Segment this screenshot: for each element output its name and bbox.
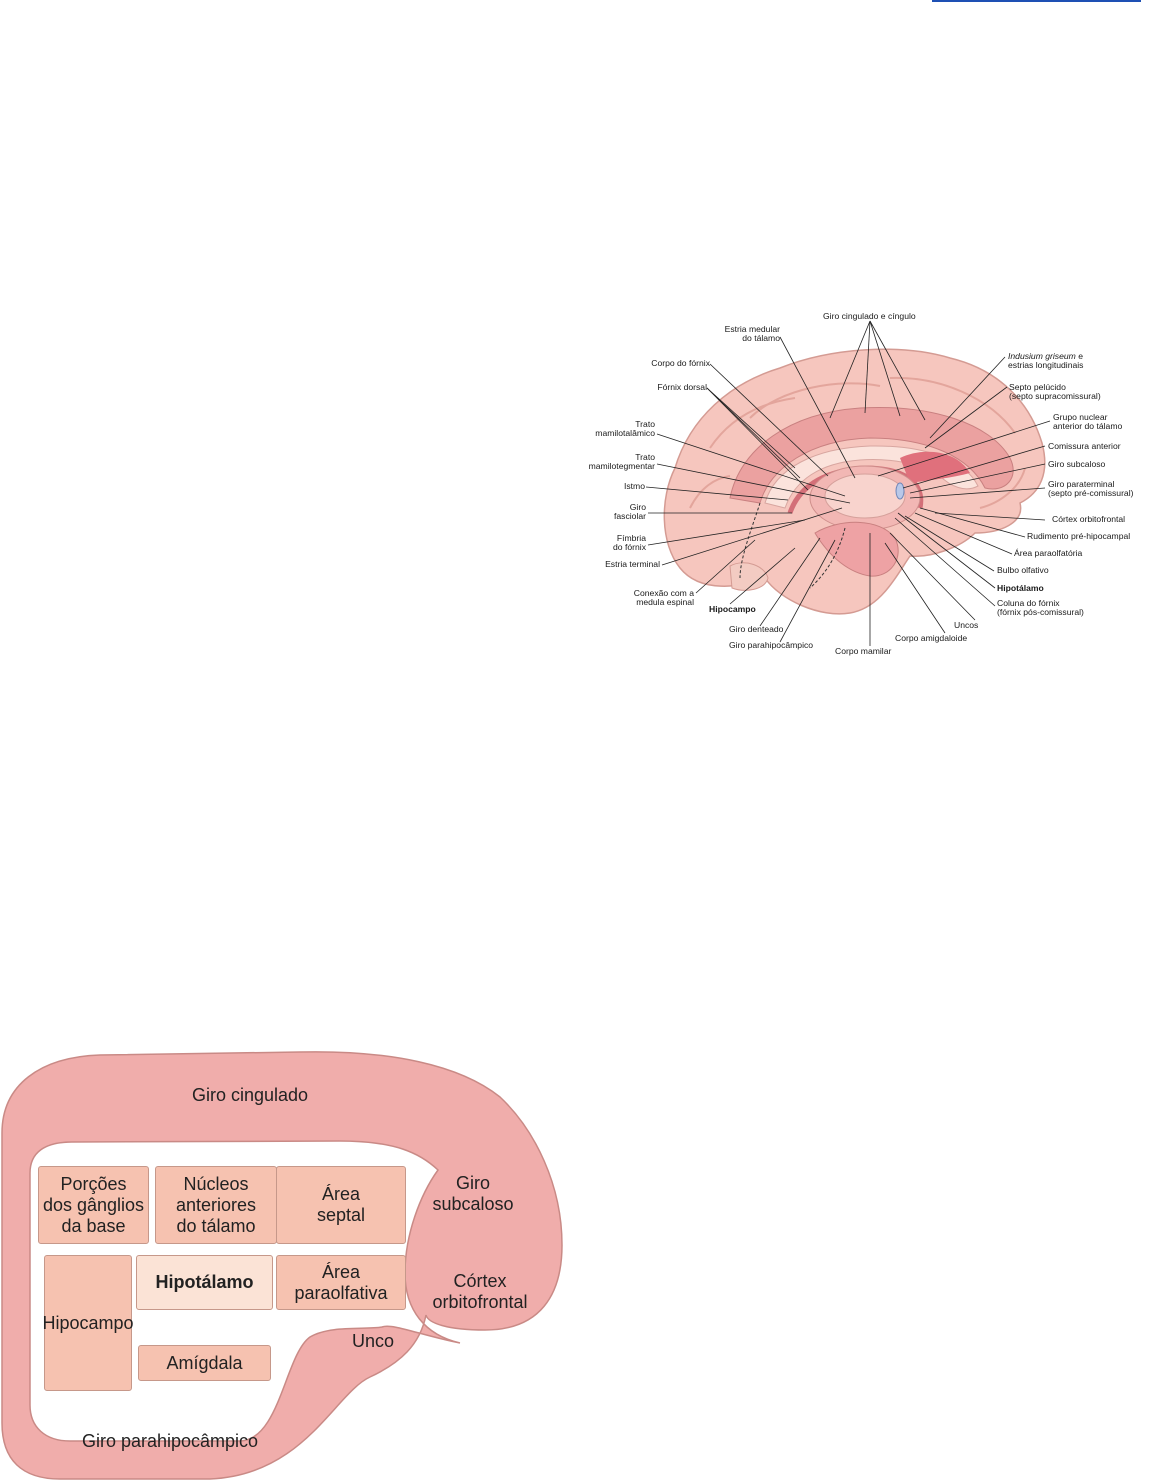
- label-fimbria-fornix: Fímbria do fórnix: [613, 533, 646, 552]
- label-septo-pelucido: Septo pelúcido (septo supracomissural): [1009, 382, 1101, 401]
- label-rudimento: Rudimento pré-hipocampal: [1027, 531, 1131, 541]
- box-hipotalamo: Hipotálamo: [136, 1255, 273, 1310]
- label-trato-mamilotegmentar: Trato mamilotegmentar: [588, 452, 655, 471]
- brain-medial-figure: Giro cingulado e cíngulo Estria medular …: [580, 308, 1161, 658]
- box-hipocampo: Hipocampo: [42, 1255, 134, 1391]
- limbic-ring-shape: [1, 1051, 563, 1480]
- label-corpo-mamilar: Corpo mamilar: [835, 646, 892, 656]
- label-giro-parahipocampico: Giro parahipocâmpico: [729, 640, 814, 650]
- label-indusium-griseum: Indusium griseum e estrias longitudinais: [1008, 352, 1083, 370]
- box-amigdala: Amígdala: [138, 1345, 271, 1381]
- label-giro-subcaloso: Giro subcaloso: [1048, 459, 1106, 469]
- label-estria-medular: Estria medular do tálamo: [724, 324, 780, 343]
- cingulate-band: [729, 406, 1014, 504]
- label-giro-cingulado: Giro cingulado: [191, 1085, 309, 1105]
- label-estria-terminal: Estria terminal: [605, 559, 660, 569]
- label-cortex-orbitofrontal: Córtex orbitofrontal: [1052, 514, 1126, 524]
- label-hipotalamo: Hipotálamo: [997, 583, 1044, 593]
- brain-illustration: [645, 320, 1051, 646]
- label-corpo-amigdaloide: Corpo amigdaloide: [895, 633, 968, 643]
- box-area-paraolfativa: Área paraolfativa: [276, 1255, 406, 1310]
- label-corpo-fornix: Corpo do fórnix: [651, 358, 710, 368]
- limbic-system-diagram: Giro cingulado Giro subcaloso Córtex orb…: [0, 1045, 570, 1481]
- leader-lines: [645, 320, 1051, 646]
- label-giro-fasciolar: Giro fasciolar: [614, 502, 646, 521]
- label-coluna-fornix: Coluna do fórnix (fórnix pós-comissural): [997, 598, 1084, 617]
- box-nucleos-talamo: Núcleos anteriores do tálamo: [155, 1166, 277, 1244]
- box-area-septal: Área septal: [276, 1166, 406, 1244]
- label-area-paraolfatoria: Área paraolfatória: [1014, 548, 1083, 558]
- label-hipocampo: Hipocampo: [709, 604, 756, 614]
- label-conexao-medula: Conexão com a medula espinal: [633, 588, 694, 607]
- label-giro-subcaloso: Giro subcaloso: [432, 1173, 514, 1214]
- label-trato-mamilotalamico: Trato mamilotalâmico: [595, 419, 655, 438]
- box-ganglios-base: Porções dos gânglios da base: [38, 1166, 149, 1244]
- label-istmo: Istmo: [623, 481, 645, 491]
- label-giro-parahipocampico: Giro parahipocâmpico: [81, 1431, 259, 1451]
- label-unco: Unco: [351, 1331, 395, 1351]
- label-indusium-rest: e estrias longitudinais: [1008, 351, 1084, 370]
- label-bulbo-olfativo: Bulbo olfativo: [997, 565, 1049, 575]
- top-link-underline: [932, 0, 1141, 2]
- label-cortex-orbitofrontal: Córtex orbitofrontal: [432, 1271, 528, 1312]
- label-indusium-italic: Indusium griseum: [1008, 351, 1076, 361]
- label-fornix-dorsal: Fórnix dorsal: [657, 382, 707, 392]
- label-giro-cingulado-cingulo: Giro cingulado e cíngulo: [823, 311, 916, 321]
- label-comissura-anterior: Comissura anterior: [1048, 441, 1121, 451]
- label-uncos: Uncos: [954, 620, 979, 630]
- label-grupo-nuclear: Grupo nuclear anterior do tálamo: [1053, 412, 1123, 431]
- label-giro-denteado: Giro denteado: [729, 624, 784, 634]
- label-giro-paraterminal: Giro paraterminal (septo pré-comissural): [1048, 479, 1134, 498]
